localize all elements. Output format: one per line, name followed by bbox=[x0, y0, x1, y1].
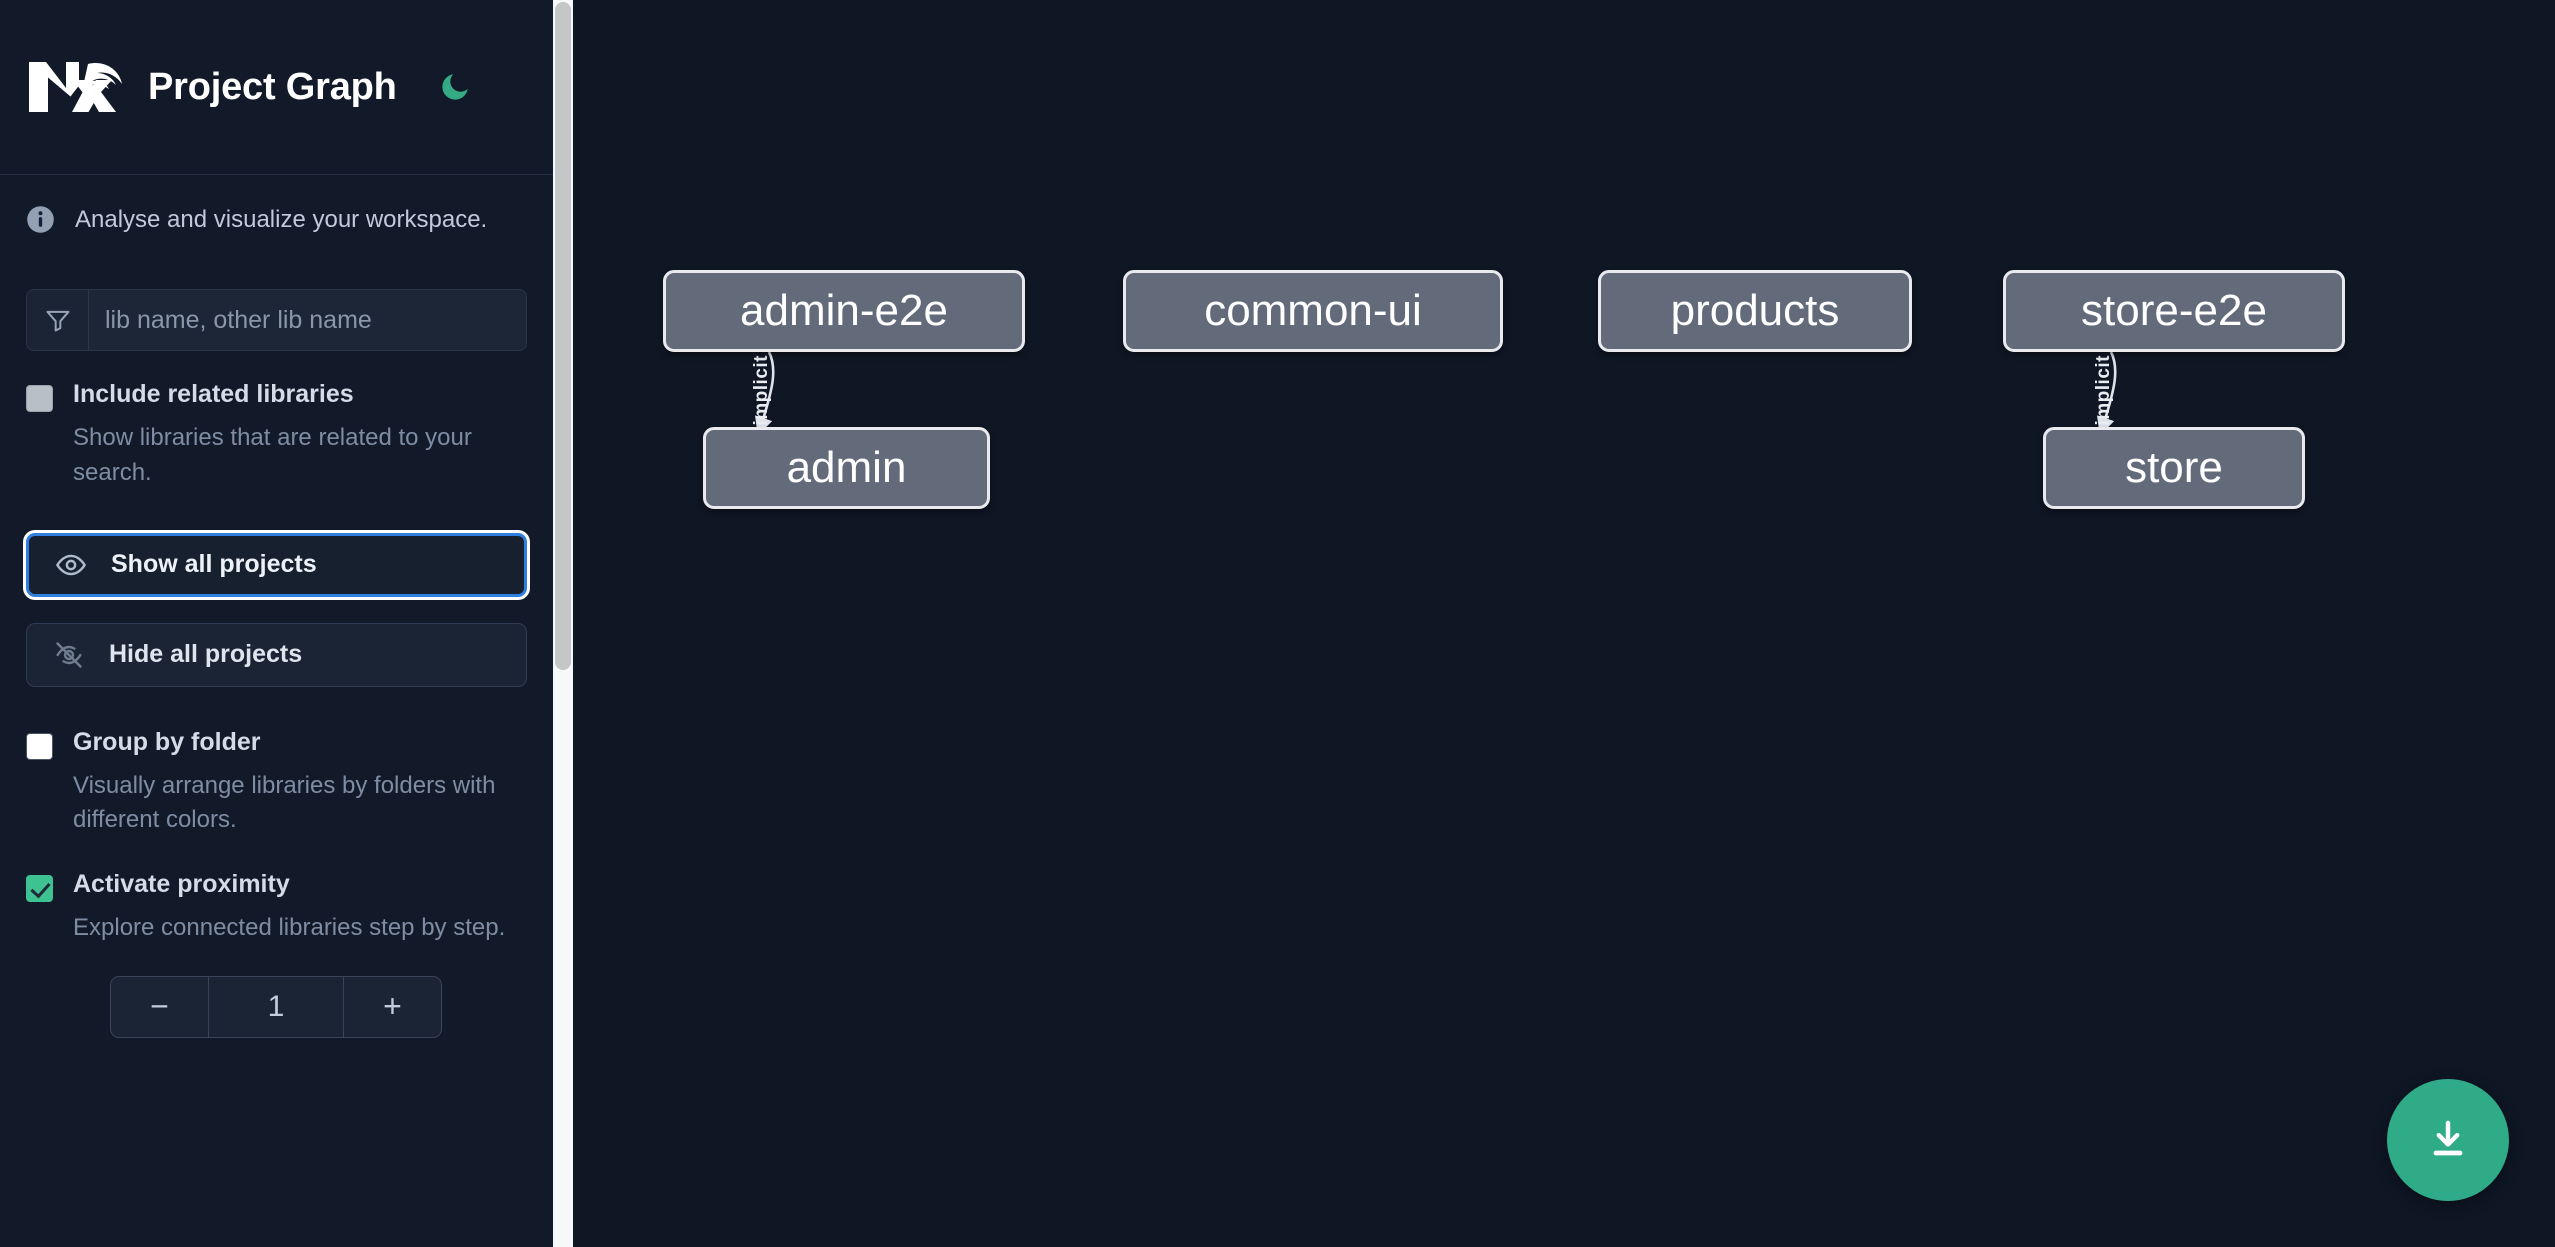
proximity-decrement-button[interactable]: − bbox=[111, 976, 209, 1037]
edge-label-store-implicit: implicit bbox=[2093, 355, 2114, 426]
sidebar-header: Project Graph bbox=[0, 0, 553, 175]
info-text: Analyse and visualize your workspace. bbox=[75, 205, 488, 233]
moon-icon[interactable] bbox=[433, 65, 477, 109]
option-activate-proximity[interactable]: Activate proximity Explore connected lib… bbox=[0, 871, 553, 946]
graph-node-products[interactable]: products bbox=[1598, 270, 1912, 352]
funnel-icon bbox=[27, 290, 89, 350]
option-include-related-libraries[interactable]: Include related libraries Show libraries… bbox=[0, 380, 553, 491]
group-by-folder-checkbox[interactable] bbox=[26, 732, 53, 760]
activate-proximity-label: Activate proximity bbox=[73, 870, 290, 899]
option-group-by-folder[interactable]: Group by folder Visually arrange librari… bbox=[0, 727, 553, 839]
search-input[interactable] bbox=[89, 290, 526, 350]
activate-proximity-checkbox[interactable] bbox=[26, 875, 53, 903]
include-related-libraries-label: Include related libraries bbox=[73, 380, 354, 408]
download-icon bbox=[2433, 1120, 2463, 1156]
hide-all-projects-button[interactable]: Hide all projects bbox=[26, 622, 527, 687]
page-title: Project Graph bbox=[148, 65, 397, 108]
edge-admin-e2e-to-admin bbox=[754, 351, 775, 436]
graph-node-admin[interactable]: admin bbox=[703, 427, 990, 509]
download-graph-button[interactable] bbox=[2387, 1079, 2509, 1201]
graph-node-common-ui[interactable]: common-ui bbox=[1123, 270, 1503, 352]
sidebar-scrollbar-thumb[interactable] bbox=[555, 2, 571, 670]
eye-off-icon bbox=[56, 641, 82, 668]
nx-logo-icon bbox=[29, 62, 122, 112]
info-banner: Analyse and visualize your workspace. bbox=[0, 175, 553, 234]
group-by-folder-description: Visually arrange libraries by folders wi… bbox=[73, 771, 496, 834]
show-all-projects-label: Show all projects bbox=[111, 550, 317, 579]
filter-search-box[interactable] bbox=[26, 289, 527, 351]
activate-proximity-description: Explore connected libraries step by step… bbox=[73, 914, 506, 942]
include-related-libraries-description: Show libraries that are related to your … bbox=[73, 424, 472, 486]
sidebar-scrollbar-track[interactable] bbox=[553, 0, 573, 1247]
graph-node-store[interactable]: store bbox=[2043, 427, 2305, 509]
proximity-stepper[interactable]: − 1 + bbox=[110, 975, 442, 1038]
edge-store-e2e-to-store bbox=[2096, 351, 2117, 436]
graph-node-admin-e2e[interactable]: admin-e2e bbox=[663, 270, 1025, 352]
proximity-value: 1 bbox=[267, 989, 285, 1023]
group-by-folder-label: Group by folder bbox=[73, 727, 261, 756]
show-all-projects-button[interactable]: Show all projects bbox=[26, 532, 527, 597]
graph-edges-layer bbox=[754, 351, 2117, 436]
hide-all-projects-label: Hide all projects bbox=[109, 640, 303, 669]
eye-icon bbox=[56, 554, 86, 575]
info-icon bbox=[27, 206, 54, 233]
proximity-increment-button[interactable]: + bbox=[343, 976, 441, 1037]
sidebar: Project Graph Analyse and visualize your… bbox=[0, 0, 553, 1247]
include-related-libraries-checkbox[interactable] bbox=[26, 385, 53, 412]
graph-node-store-e2e[interactable]: store-e2e bbox=[2003, 270, 2345, 352]
edge-label-admin-implicit: implicit bbox=[751, 355, 772, 426]
graph-canvas[interactable]: implicit implicit admin-e2e common-ui pr… bbox=[573, 0, 2555, 1247]
